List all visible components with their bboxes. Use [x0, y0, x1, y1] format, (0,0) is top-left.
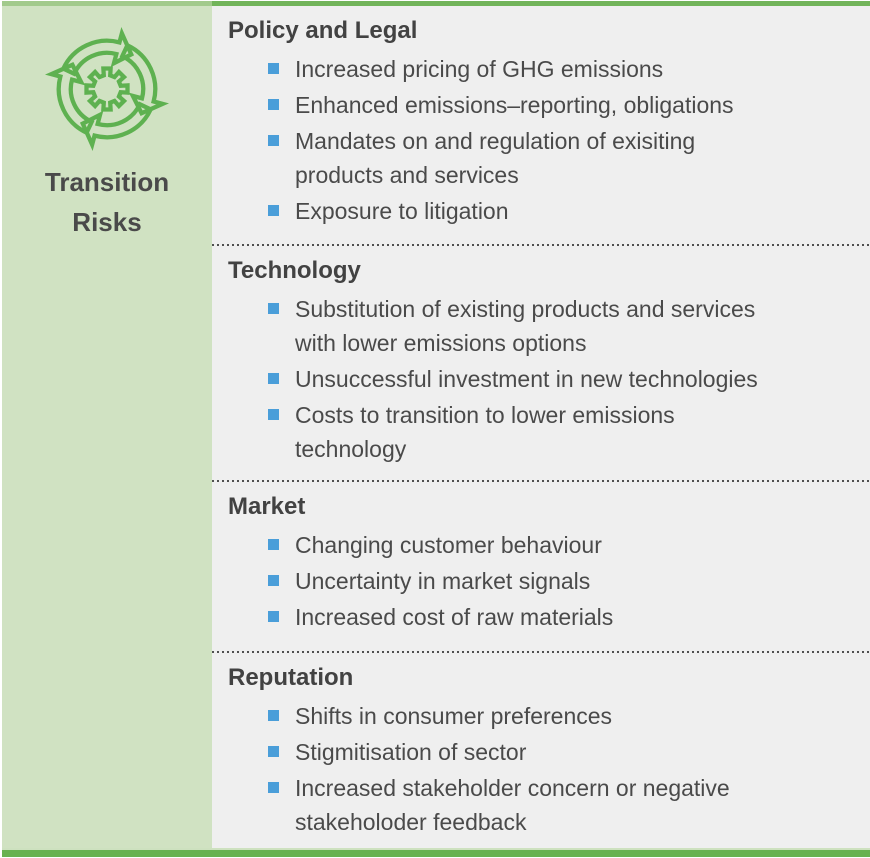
list-item-text: Increased pricing of GHG emissions: [295, 56, 664, 82]
list-item-text: Substitution of existing products and se…: [295, 296, 756, 356]
section-technology: Technology Substitution of existing prod…: [212, 246, 870, 480]
list-item: Unsuccessful investment in new technolog…: [228, 362, 860, 396]
list-item-text: Shifts in consumer preferences: [295, 703, 613, 729]
list-item: Uncertainty in market signals: [228, 564, 860, 598]
list-item-text: Increased cost of raw materials: [295, 604, 614, 630]
main-area: Transition Risks Policy and Legal Increa…: [2, 6, 870, 848]
list-item: Enhanced emissions–reporting, obligation…: [228, 88, 860, 122]
section-heading: Reputation: [228, 664, 354, 691]
list-item: Shifts in consumer preferences: [228, 699, 860, 733]
list-item-text: Unsuccessful investment in new technolog…: [295, 366, 758, 392]
section-heading: Policy and Legal: [228, 17, 418, 44]
section-reputation: Reputation Shifts in consumer preference…: [212, 653, 870, 848]
top-accent-bar: [2, 1, 870, 6]
dotted-divider: [212, 480, 870, 482]
list-item-text: Enhanced emissions–reporting, obligation…: [295, 92, 734, 118]
list-item-text: Increased stakeholder concern or negativ…: [295, 775, 730, 835]
bullet-icon: [268, 63, 279, 74]
list-item: Increased pricing of GHG emissions: [228, 52, 860, 86]
bullet-icon: [268, 303, 279, 314]
sidebar-title: Transition Risks: [44, 167, 170, 237]
section-heading: Market: [228, 493, 306, 520]
list-item: Changing customer behaviour: [228, 528, 860, 562]
bullet-icon: [268, 575, 279, 586]
bullet-icon: [268, 205, 279, 216]
list-item-text: Changing customer behaviour: [295, 532, 602, 558]
bullet-icon: [268, 409, 279, 420]
gear-icon: [84, 66, 130, 112]
top-accent-bar-right: [212, 1, 870, 6]
list-item-text: Costs to transition to lower emissions t…: [295, 402, 675, 462]
bottom-accent-bar: [2, 848, 870, 857]
dotted-divider: [212, 244, 870, 246]
list-item: Exposure to litigation: [228, 194, 860, 228]
bullet-icon: [268, 99, 279, 110]
bullet-icon: [268, 373, 279, 384]
list-item: Mandates on and regulation of exisiting …: [228, 124, 860, 192]
top-accent-bar-left: [2, 1, 212, 6]
content-area: Policy and Legal Increased pricing of GH…: [212, 6, 870, 848]
list-item-text: Stigmitisation of sector: [295, 739, 527, 765]
bullet-icon: [268, 710, 279, 721]
bullet-icon: [268, 611, 279, 622]
bullet-icon: [268, 746, 279, 757]
list-item: Stigmitisation of sector: [228, 735, 860, 769]
section-market: Market Changing customer behaviour Uncer…: [212, 482, 870, 651]
dotted-divider: [212, 651, 870, 653]
bullet-icon: [268, 539, 279, 550]
cycle-gear-icon: [40, 22, 174, 156]
list-item-text: Mandates on and regulation of exisiting …: [295, 128, 696, 188]
list-item: Costs to transition to lower emissions t…: [228, 398, 860, 466]
bullet-icon: [268, 135, 279, 146]
section-policy-and-legal: Policy and Legal Increased pricing of GH…: [212, 6, 870, 244]
sidebar: Transition Risks: [2, 6, 212, 848]
section-heading: Technology: [228, 257, 361, 284]
list-item: Substitution of existing products and se…: [228, 292, 860, 360]
bullet-icon: [268, 782, 279, 793]
list-item: Increased stakeholder concern or negativ…: [228, 771, 860, 839]
list-item-text: Uncertainty in market signals: [295, 568, 591, 594]
list-item: Increased cost of raw materials: [228, 600, 860, 634]
list-item-text: Exposure to litigation: [295, 198, 509, 224]
